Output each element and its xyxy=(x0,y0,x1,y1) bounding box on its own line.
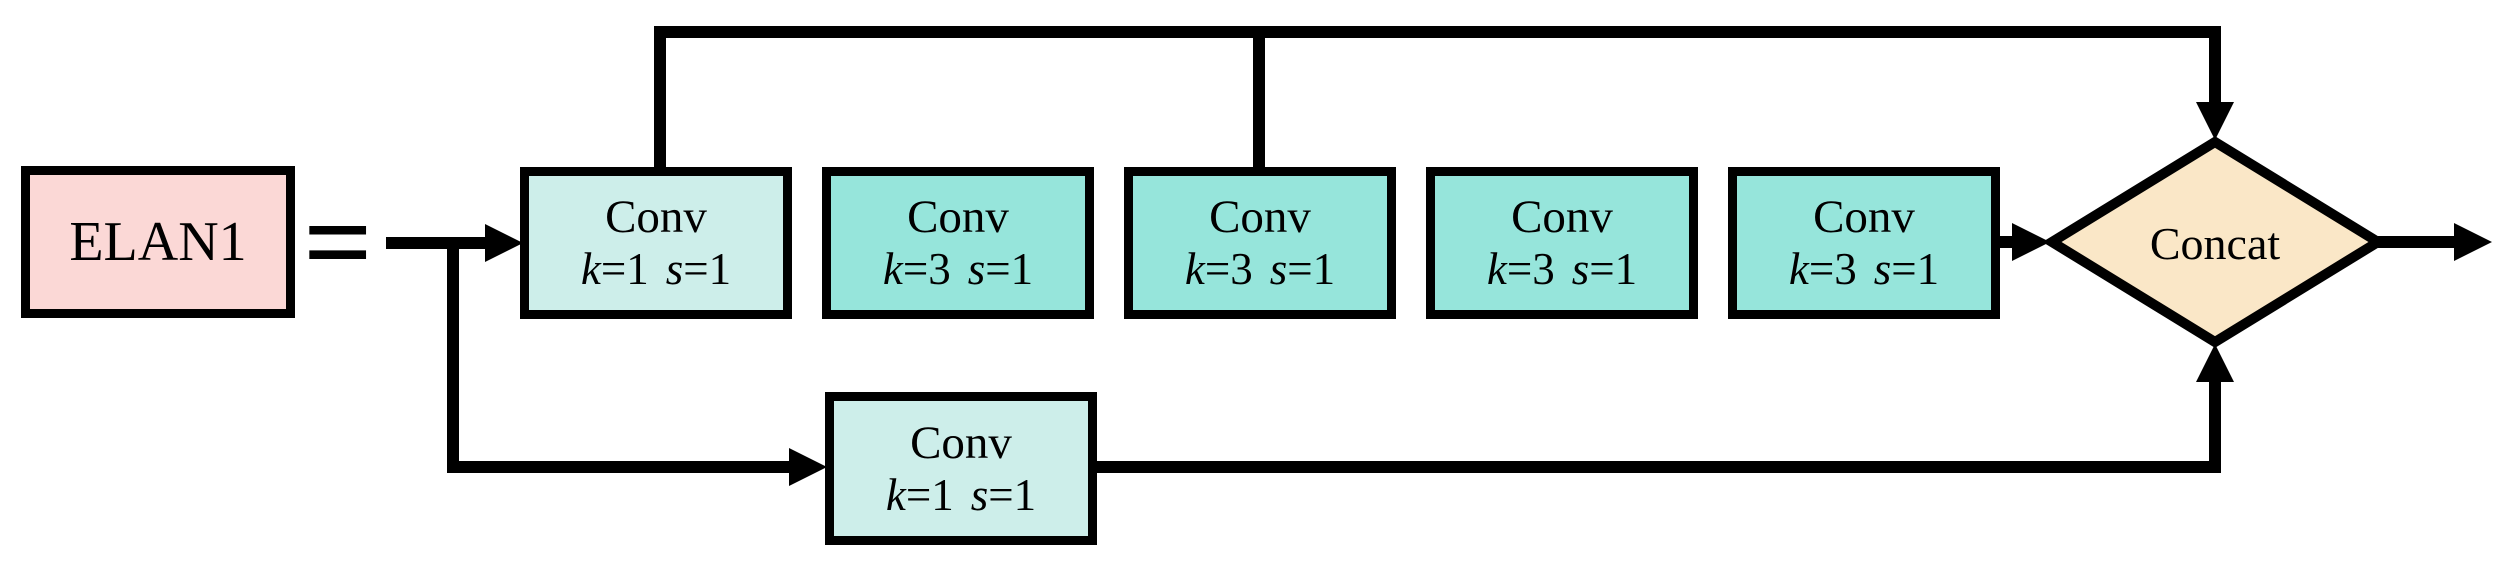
bypass-conv-block: Conv k=1 s=1 xyxy=(825,392,1097,545)
skip-rail-wire xyxy=(654,26,2221,167)
conv-block-5-title: Conv xyxy=(1813,191,1915,244)
conv-block-3: Conv k=3 s=1 xyxy=(1124,167,1396,319)
bypass-out-wire xyxy=(1097,380,2221,473)
conv-block-2-params: k=3 s=1 xyxy=(882,244,1034,295)
input-arrowhead xyxy=(485,224,523,262)
conv-block-1-title: Conv xyxy=(605,191,707,244)
conv-block-3-title: Conv xyxy=(1209,191,1311,244)
conv-block-1-params: k=1 s=1 xyxy=(580,244,732,295)
conv-block-1: Conv k=1 s=1 xyxy=(520,167,792,319)
conv-block-4-params: k=3 s=1 xyxy=(1486,244,1638,295)
conv-block-4: Conv k=3 s=1 xyxy=(1426,167,1698,319)
bypass-in-arrowhead xyxy=(789,448,827,486)
concat-top-arrowhead xyxy=(2196,102,2234,140)
concat-node xyxy=(2042,136,2388,348)
equals-sign: = xyxy=(303,175,373,310)
conv-block-3-params: k=3 s=1 xyxy=(1184,244,1336,295)
conv-block-2: Conv k=3 s=1 xyxy=(822,167,1094,319)
elan1-label: ELAN1 xyxy=(69,210,247,273)
conv-block-5-params: k=3 s=1 xyxy=(1788,244,1940,295)
bypass-out-arrowhead xyxy=(2196,344,2234,382)
conv-block-2-title: Conv xyxy=(907,191,1009,244)
conv5-arrowhead xyxy=(2012,223,2050,261)
conv-block-5: Conv k=3 s=1 xyxy=(1728,167,2000,319)
bypass-conv-params: k=1 s=1 xyxy=(885,469,1037,520)
output-arrowhead xyxy=(2454,223,2492,261)
conv-block-4-title: Conv xyxy=(1511,191,1613,244)
bypass-wire xyxy=(447,243,793,473)
concat-label: Concat xyxy=(2149,218,2281,269)
bypass-conv-title: Conv xyxy=(910,416,1012,469)
elan1-block: ELAN1 xyxy=(21,166,295,318)
